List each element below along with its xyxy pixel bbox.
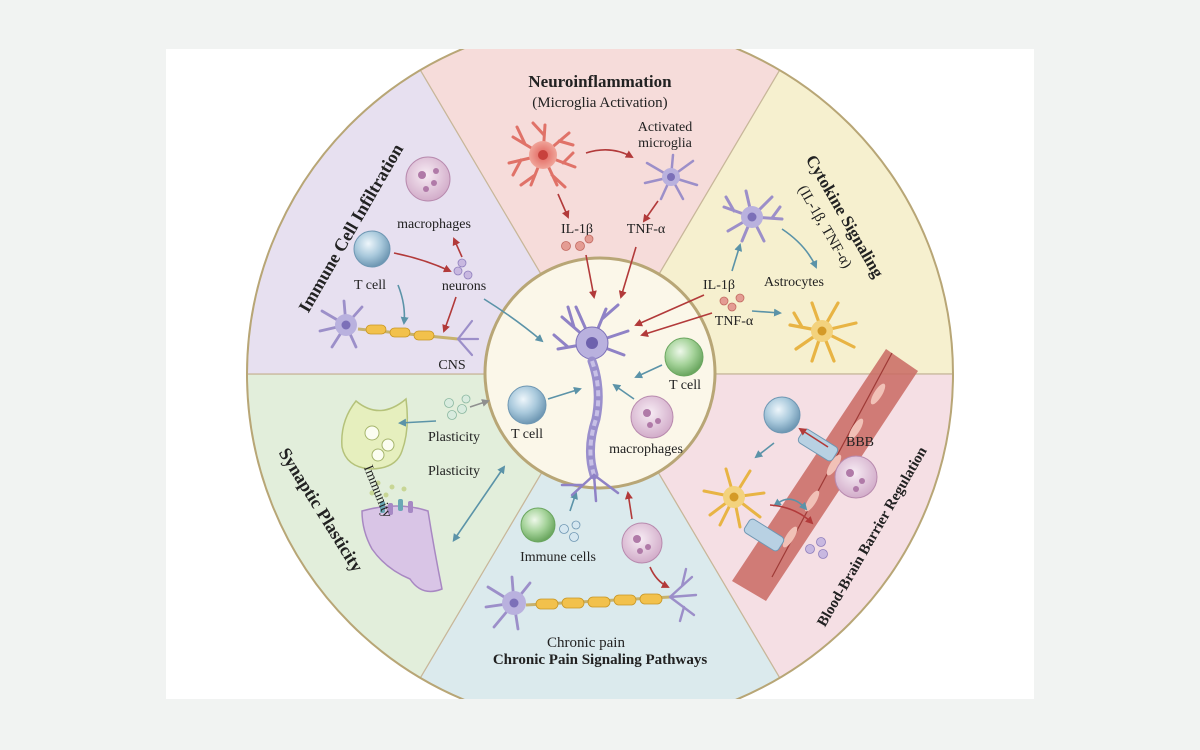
arrow-il1b-neuron bbox=[585, 254, 597, 299]
astrocyte-yellow-icon bbox=[788, 301, 858, 363]
cns-label: CNS bbox=[438, 358, 465, 373]
arrow-tcell-red bbox=[393, 252, 452, 273]
arrow-pain-red-down bbox=[649, 566, 670, 588]
arrow-macro-red bbox=[452, 237, 463, 258]
cytokine-dots-bbb-icon bbox=[805, 537, 828, 559]
t-cell-immune-icon bbox=[353, 230, 391, 268]
cytokine-tnfa-label: TNF-α bbox=[715, 314, 754, 329]
neuroimmune-diagram: Neuroinflammation (Microglia Activation)… bbox=[246, 20, 954, 728]
cytokine-dots-2-icon bbox=[719, 293, 745, 312]
macrophage-pain-icon bbox=[621, 522, 663, 564]
immune-cells-label: Immune cells bbox=[520, 550, 596, 565]
arrow-microglia-il1b bbox=[557, 193, 570, 219]
neurons-label: neurons bbox=[442, 279, 486, 294]
tnfa-label: TNF-α bbox=[627, 222, 666, 237]
activated-label-2: microglia bbox=[638, 136, 692, 151]
macrophage-center-icon bbox=[630, 395, 674, 439]
bbb-label: BBB bbox=[846, 435, 874, 450]
neuroinflammation-subtitle: (Microglia Activation) bbox=[532, 95, 667, 111]
arrow-immune-center bbox=[483, 298, 544, 343]
cytokine-dots-immune-icon bbox=[453, 258, 473, 280]
macrophages-label: macrophages bbox=[397, 217, 471, 232]
arrow-microglia-tnfa bbox=[642, 200, 659, 223]
arrow-synaptic-double bbox=[452, 465, 506, 542]
arrow-tcell-down bbox=[397, 284, 409, 325]
sensory-neuron-icon bbox=[484, 567, 698, 631]
cytokine-dots-synaptic-icon bbox=[444, 394, 471, 420]
t-cell-immune-label: T cell bbox=[354, 278, 386, 293]
arrow-pain-up-blue bbox=[569, 491, 578, 512]
chronic-pain-title: Chronic Pain Signaling Pathways bbox=[493, 652, 708, 668]
arrow-tnfa-neuron bbox=[618, 246, 637, 299]
plasticity-label-2: Plasticity bbox=[428, 464, 480, 479]
activated-label-1: Activated bbox=[638, 120, 692, 135]
arrow-synaptic-left bbox=[398, 418, 437, 427]
synapse-icon bbox=[341, 397, 443, 593]
immune-cell-green-icon bbox=[520, 507, 556, 543]
endothelial-cells bbox=[782, 383, 886, 548]
arrow-bbb-blue bbox=[754, 442, 775, 459]
arrow-cytokine-astro bbox=[751, 308, 782, 317]
arrow-bbb-double bbox=[773, 498, 808, 511]
diagram-canvas: Neuroinflammation (Microglia Activation)… bbox=[166, 20, 1034, 728]
arrow-bbb-red-2 bbox=[769, 504, 814, 525]
microglia-icon bbox=[507, 121, 577, 189]
arrow-center-tcell bbox=[634, 364, 663, 379]
macrophage-bbb-icon bbox=[834, 455, 878, 499]
arrow-center-tcell-left bbox=[547, 386, 582, 400]
arrow-pain-up-red bbox=[624, 491, 633, 520]
t-cell-icon bbox=[763, 396, 801, 434]
macrophage-immune-icon bbox=[405, 156, 451, 202]
arrow-cytokine-neuron-1 bbox=[634, 294, 705, 327]
il1b-label: IL-1β bbox=[561, 222, 593, 237]
neuroinflammation-title: Neuroinflammation bbox=[528, 72, 672, 91]
arrow-activation bbox=[585, 149, 634, 158]
arrow-center-macro bbox=[612, 383, 635, 400]
arrow-bbb-red bbox=[798, 427, 829, 448]
arrow-synaptic-grey bbox=[469, 399, 490, 408]
arrow-neurons-down bbox=[442, 296, 457, 333]
activated-microglia-icon bbox=[643, 153, 699, 201]
cytokine-dots-pain-icon bbox=[559, 520, 581, 542]
cytokine-dots-icon bbox=[561, 234, 594, 251]
cns-neuron-icon bbox=[318, 299, 480, 357]
arrow-astrocyte-down bbox=[781, 228, 818, 269]
arrow-cytokine-up bbox=[731, 243, 743, 272]
chronic-pain-label: Chronic pain bbox=[547, 635, 625, 651]
astrocytes-label: Astrocytes bbox=[764, 275, 824, 290]
central-neuron-icon bbox=[552, 303, 630, 503]
astrocyte-bbb-icon bbox=[702, 467, 766, 529]
tight-junction-icon bbox=[743, 428, 839, 552]
arrow-cytokine-neuron-2 bbox=[640, 312, 713, 338]
t-cell-center-right-icon bbox=[664, 337, 704, 377]
macrophages-center-label: macrophages bbox=[609, 442, 683, 457]
astrocyte-icon bbox=[722, 189, 784, 243]
cytokine-il1b-label: IL-1β bbox=[703, 278, 735, 293]
t-cell-center-left-icon bbox=[507, 385, 547, 425]
plasticity-label-1: Plasticity bbox=[428, 430, 480, 445]
t-cell-center-right-label: T cell bbox=[669, 378, 701, 393]
t-cell-center-left-label: T cell bbox=[511, 427, 543, 442]
